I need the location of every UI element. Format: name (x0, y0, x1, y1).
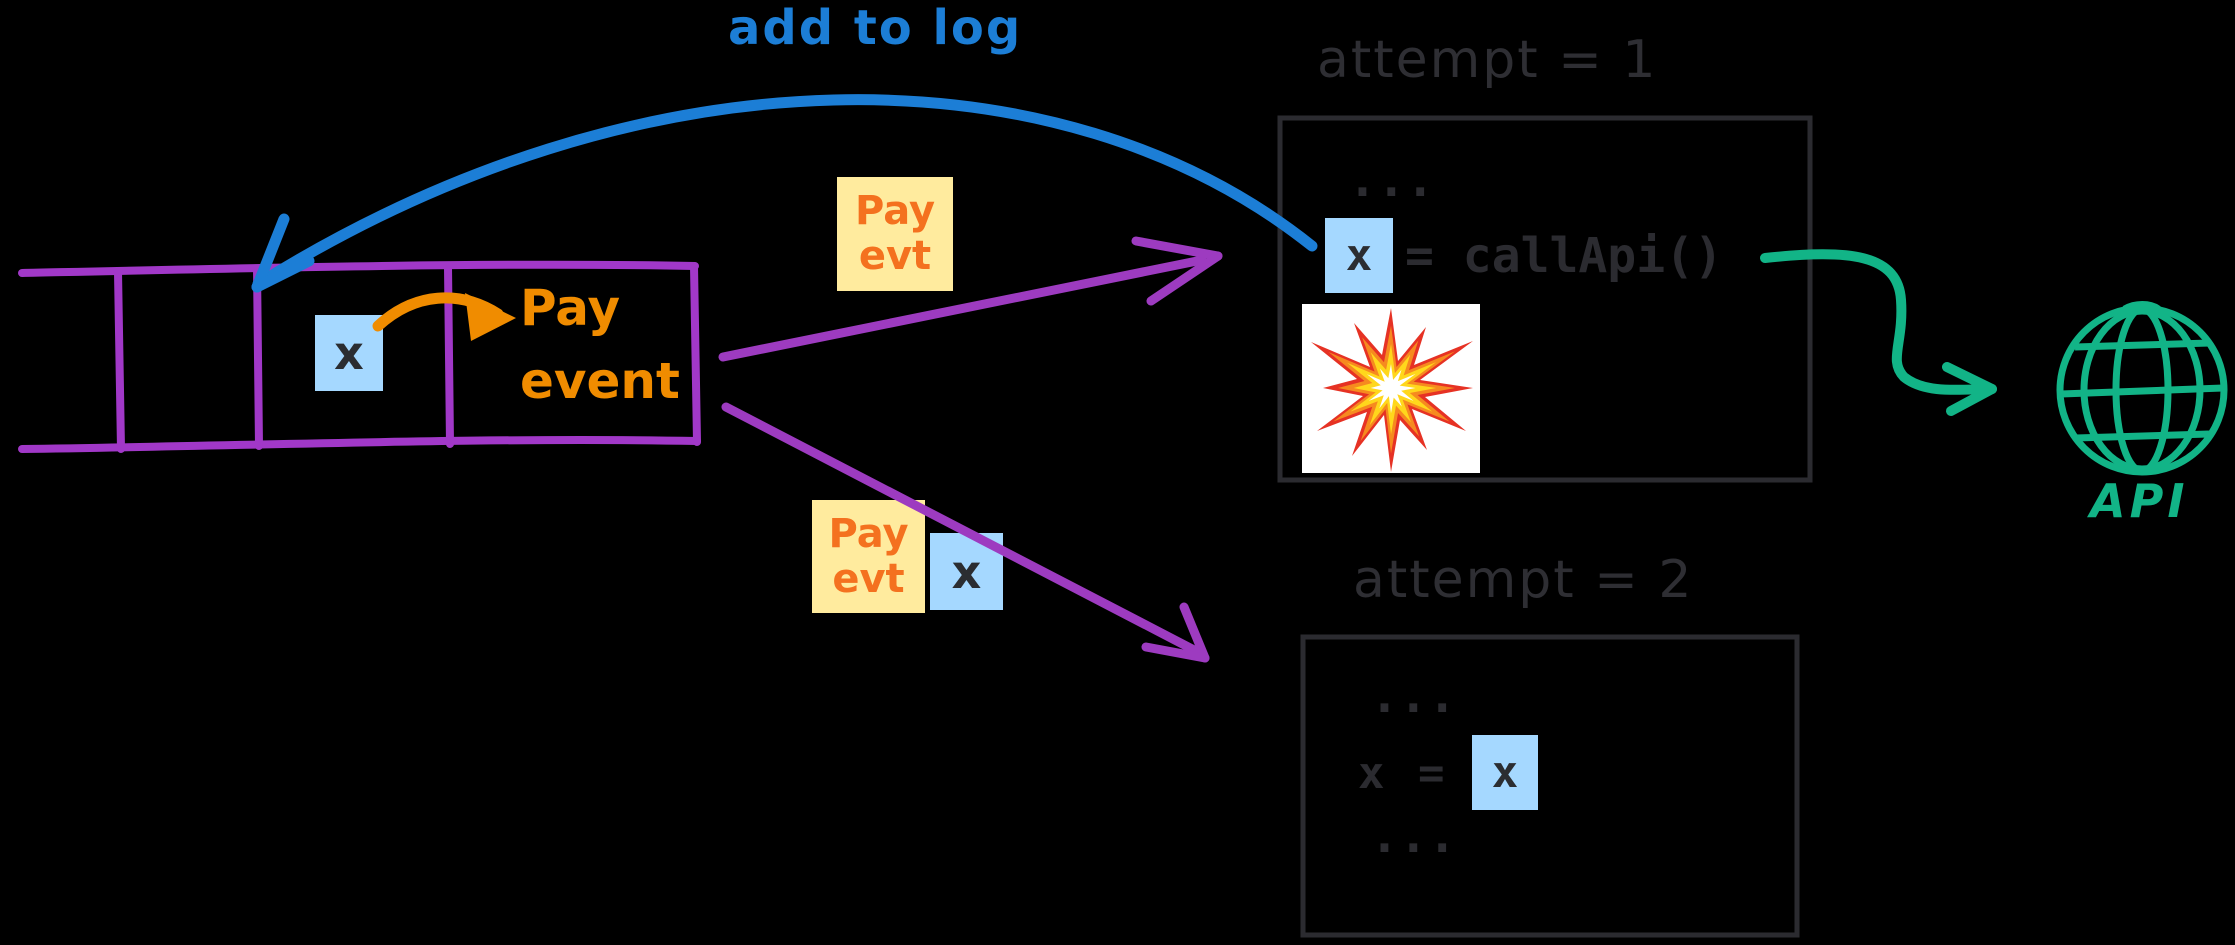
attempt1-x-box: x (1325, 218, 1393, 293)
attempt2-dots-bottom: ... (1370, 808, 1457, 864)
api-label: API (2090, 474, 2189, 528)
log-event-label-line1: Pay (520, 279, 621, 337)
attempt1-dots: ... (1348, 152, 1435, 208)
pay-event-arrow (372, 292, 516, 341)
attempt2-dots-top: ... (1370, 668, 1457, 724)
log-bottom-edge (18, 435, 701, 453)
add-to-log-label: add to log (728, 0, 1023, 56)
sticky-top-line1: Pay (854, 188, 936, 235)
attempt2-var: x (1358, 748, 1385, 799)
pay-event-sticky-bottom: Pay evt (812, 500, 925, 613)
sticky-bottom-line2: evt (832, 555, 905, 602)
log-divider-3 (444, 263, 454, 448)
api-globe-icon (2056, 301, 2228, 476)
sticky-bottom-x-marker: x (951, 544, 982, 599)
attempt2-equals: = (1418, 748, 1445, 799)
log-divider-2 (253, 265, 263, 450)
log-divider-1 (114, 268, 125, 453)
attempt1-x-marker: x (1345, 230, 1373, 281)
sticky-top-line2: evt (858, 233, 932, 279)
sticky-bottom-line1: Pay (828, 510, 909, 557)
attempt2-x-box: x (1472, 735, 1538, 810)
explosion-starburst (1311, 308, 1473, 472)
attempt1-code: = callApi() (1405, 228, 1723, 284)
add-to-log-arrow (251, 94, 1318, 293)
log-right-edge (690, 262, 701, 446)
attempt2-x-marker: x (1491, 747, 1519, 798)
log-x-marker: x (334, 326, 364, 380)
explosion-icon (1302, 304, 1480, 473)
log-event-label: Pay event (520, 272, 680, 417)
attempt1-title: attempt = 1 (1317, 30, 1658, 90)
pay-event-sticky-top: Pay evt (837, 177, 953, 291)
sticky-bottom-x-box: x (930, 533, 1003, 610)
log-x-box: x (315, 315, 383, 391)
log-event-label-line2: event (520, 351, 680, 410)
api-call-arrow (1760, 249, 1997, 416)
log-to-attempt1-arrow (718, 236, 1223, 362)
attempt2-title: attempt = 2 (1353, 550, 1694, 610)
